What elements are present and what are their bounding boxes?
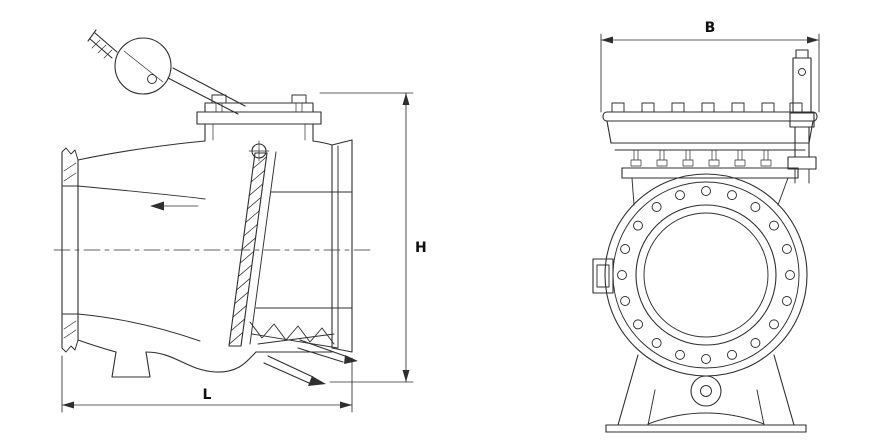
dimension-l: L [61, 355, 353, 413]
dimension-label-h: H [415, 240, 427, 256]
inlet-flange [61, 147, 79, 353]
drain-stud [297, 339, 358, 364]
bonnet-bolt [211, 94, 227, 113]
base [605, 354, 807, 433]
dimension-label-l: L [203, 387, 212, 403]
valve-body [77, 140, 333, 378]
cover-plate [602, 102, 818, 151]
outlet-flange [255, 139, 353, 353]
hinge-pivot [248, 140, 270, 162]
lever-arm [167, 67, 246, 115]
bonnet-flange-band [621, 167, 799, 206]
dimension-label-b: B [705, 20, 716, 36]
dimension-h: H [319, 92, 427, 383]
front-view [592, 49, 818, 433]
side-bracket [592, 258, 614, 294]
lever-mechanism-front [787, 49, 817, 184]
bottom-plug [690, 375, 722, 407]
valve-disc [228, 151, 277, 347]
flow-direction-arrow [150, 201, 199, 211]
spring-assembly [249, 321, 358, 386]
disc-hatching [228, 156, 268, 345]
lever-handle [87, 29, 118, 59]
cover-bolt-band [630, 149, 772, 167]
dimension-b: B [600, 20, 820, 113]
flange-bolt-holes [617, 186, 795, 364]
counterweight [114, 37, 172, 95]
side-view [53, 29, 373, 386]
bonnet [196, 94, 322, 142]
bonnet-bolt [291, 94, 307, 113]
body-flange [604, 173, 808, 377]
drain-stud [263, 355, 326, 386]
